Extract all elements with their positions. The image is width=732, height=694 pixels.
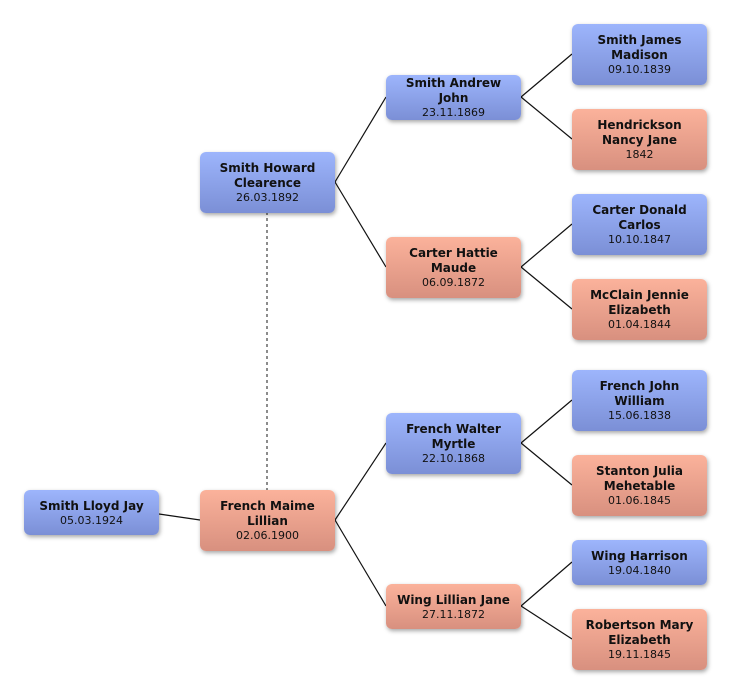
person-date: 09.10.1839 — [608, 63, 671, 76]
person-name: McClain Jennie Elizabeth — [590, 288, 689, 317]
person-name: Stanton Julia Mehetable — [595, 464, 684, 493]
link-root-mother — [158, 513, 201, 521]
person-name: French Walter Myrtle — [406, 422, 501, 451]
link-fm-fmm — [520, 266, 573, 310]
person-hendrickson-nancy-jane[interactable]: Hendrickson Nancy Jane 1842 — [572, 109, 707, 170]
link-mf-mff — [520, 399, 573, 444]
person-name: Smith Lloyd Jay — [39, 498, 144, 513]
person-date: 1842 — [625, 148, 654, 161]
person-name: Hendrickson Nancy Jane — [597, 118, 682, 147]
person-date: 06.09.1872 — [422, 276, 485, 289]
person-date: 19.11.1845 — [608, 648, 671, 661]
person-name: Robertson Mary Elizabeth — [585, 618, 694, 647]
link-mf-mfm — [520, 442, 573, 486]
person-date: 15.06.1838 — [608, 409, 671, 422]
link-ff-ffm — [520, 96, 573, 140]
person-french-john-william[interactable]: French John William 15.06.1838 — [572, 370, 707, 431]
link-father-fm — [334, 181, 387, 268]
person-name: Wing Harrison — [591, 548, 688, 563]
person-mcclain-jennie-elizabeth[interactable]: McClain Jennie Elizabeth 01.04.1844 — [572, 279, 707, 340]
person-smith-andrew-john[interactable]: Smith Andrew John 23.11.1869 — [386, 75, 521, 120]
person-name: French Maime Lillian — [220, 499, 315, 528]
person-date: 10.10.1847 — [608, 233, 671, 246]
person-carter-hattie-maude[interactable]: Carter Hattie Maude 06.09.1872 — [386, 237, 521, 298]
person-name: Smith Howard Clearence — [219, 161, 316, 190]
link-mm-mmm — [520, 605, 573, 640]
link-mother-mm — [334, 519, 387, 607]
link-mm-mmf — [520, 561, 573, 607]
person-name: Smith James Madison — [597, 33, 682, 62]
person-french-maime-lillian[interactable]: French Maime Lillian 02.06.1900 — [200, 490, 335, 551]
link-fm-fmf — [520, 223, 573, 268]
person-name: Wing Lillian Jane — [397, 592, 510, 607]
person-date: 02.06.1900 — [236, 529, 299, 542]
person-carter-donald-carlos[interactable]: Carter Donald Carlos 10.10.1847 — [572, 194, 707, 255]
person-date: 26.03.1892 — [236, 191, 299, 204]
person-date: 22.10.1868 — [422, 452, 485, 465]
person-name: Carter Hattie Maude — [409, 246, 498, 275]
person-name: Carter Donald Carlos — [592, 203, 687, 232]
person-wing-harrison[interactable]: Wing Harrison 19.04.1840 — [572, 540, 707, 585]
person-date: 01.06.1845 — [608, 494, 671, 507]
person-smith-lloyd-jay[interactable]: Smith Lloyd Jay 05.03.1924 — [24, 490, 159, 535]
person-date: 05.03.1924 — [60, 513, 123, 527]
person-stanton-julia-mehetable[interactable]: Stanton Julia Mehetable 01.06.1845 — [572, 455, 707, 516]
person-date: 19.04.1840 — [608, 563, 671, 577]
person-smith-james-madison[interactable]: Smith James Madison 09.10.1839 — [572, 24, 707, 85]
person-date: 23.11.1869 — [422, 106, 485, 119]
link-mother-mf — [334, 442, 387, 521]
person-french-walter-myrtle[interactable]: French Walter Myrtle 22.10.1868 — [386, 413, 521, 474]
person-robertson-mary-elizabeth[interactable]: Robertson Mary Elizabeth 19.11.1845 — [572, 609, 707, 670]
link-father-ff — [334, 96, 387, 183]
person-date: 01.04.1844 — [608, 318, 671, 331]
link-ff-fff — [520, 53, 573, 98]
person-wing-lillian-jane[interactable]: Wing Lillian Jane 27.11.1872 — [386, 584, 521, 629]
person-date: 27.11.1872 — [422, 607, 485, 621]
person-name: Smith Andrew John — [405, 76, 502, 105]
person-name: French John William — [599, 379, 680, 408]
person-smith-howard-clearence[interactable]: Smith Howard Clearence 26.03.1892 — [200, 152, 335, 213]
